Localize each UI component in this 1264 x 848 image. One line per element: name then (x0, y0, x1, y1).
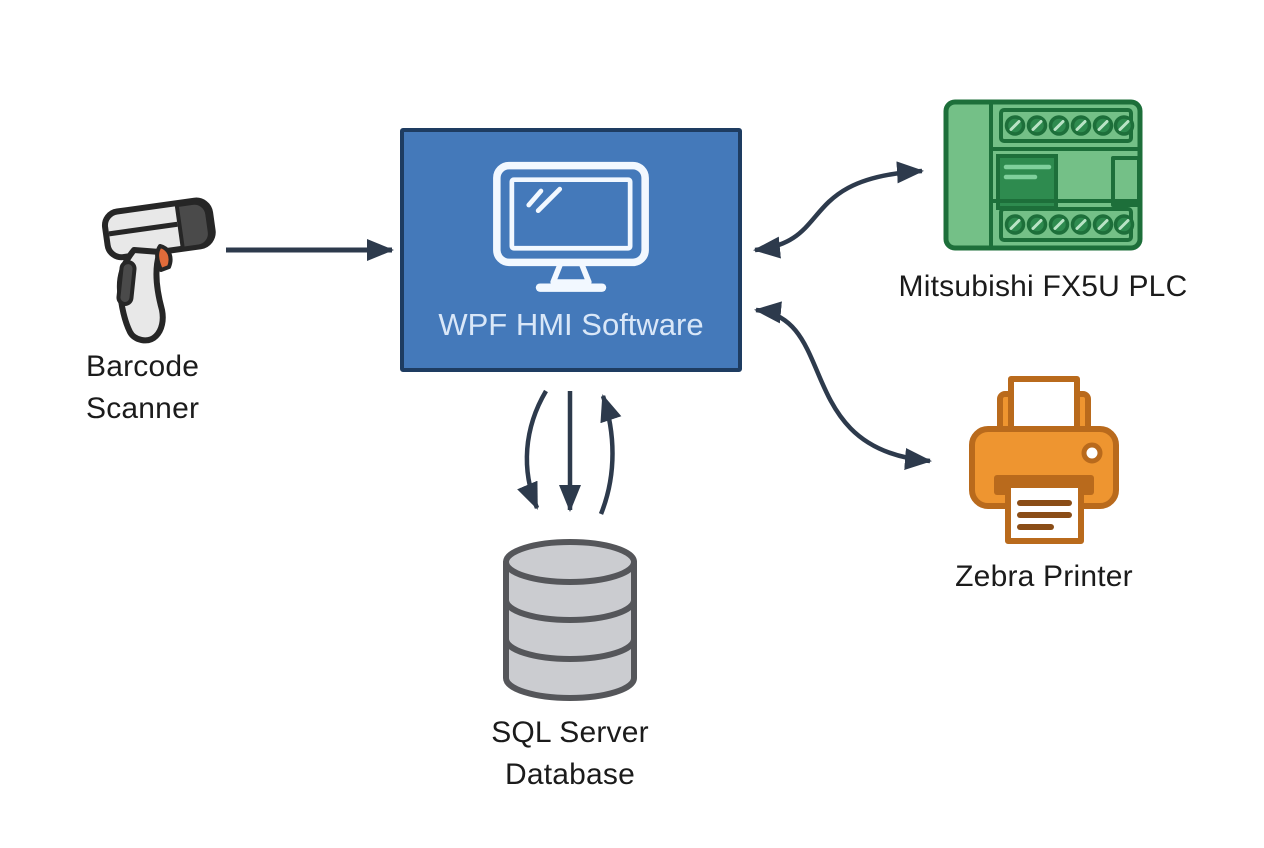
monitor-screen (509, 177, 633, 251)
arrow-db-to-hmi-curved (598, 394, 622, 515)
plc-top-screws (1004, 115, 1135, 136)
barcode-scanner-label-line2: Scanner (86, 392, 200, 425)
node-wpf-hmi-software: WPF HMI Software (400, 128, 742, 372)
database-cylinder-body (503, 559, 637, 701)
plc-right-connector (1111, 156, 1141, 207)
sql-database-label-line1: SQL Server (491, 716, 649, 749)
printer-icon (969, 376, 1119, 544)
wpf-hmi-software-label: WPF HMI Software (438, 307, 704, 342)
scanner-trigger (155, 244, 173, 272)
printer-paper-lines (1017, 500, 1072, 530)
sql-database-label: SQL Server Database (470, 712, 670, 796)
arrow-hmi-plc-bidirectional (753, 161, 924, 259)
monitor-stand (550, 260, 592, 285)
scanner-seam (108, 221, 178, 237)
monitor-icon (493, 161, 649, 292)
database-separator-2 (503, 638, 637, 662)
database-separator-1 (503, 599, 637, 623)
printer-indicator-light (1081, 442, 1103, 464)
sql-database-label-line2: Database (504, 758, 636, 791)
plc-icon (943, 99, 1143, 251)
zebra-printer-label: Zebra Printer (955, 560, 1133, 593)
node-barcode-scanner: Barcode Scanner (86, 188, 226, 425)
barcode-scanner-label-line1: Barcode (86, 350, 200, 383)
scanner-head-cap (174, 200, 212, 251)
barcode-scanner-icon (101, 197, 216, 344)
database-cylinder-top (503, 539, 637, 585)
node-mitsubishi-plc: Mitsubishi FX5U PLC (899, 99, 1187, 303)
barcode-scanner-label: Barcode Scanner (86, 346, 276, 430)
node-zebra-printer: Zebra Printer (955, 372, 1133, 593)
arrow-hmi-to-db-curved (517, 389, 548, 510)
monitor-glare-lines (526, 186, 563, 214)
mitsubishi-plc-label: Mitsubishi FX5U PLC (898, 270, 1188, 303)
database-icon (503, 539, 637, 701)
plc-bottom-screws (1004, 214, 1135, 235)
arrow-hmi-printer-bidirectional (754, 301, 932, 470)
scanner-grip (116, 260, 137, 306)
printer-input-paper (1008, 376, 1080, 437)
node-sql-database: SQL Server Database (491, 536, 649, 791)
